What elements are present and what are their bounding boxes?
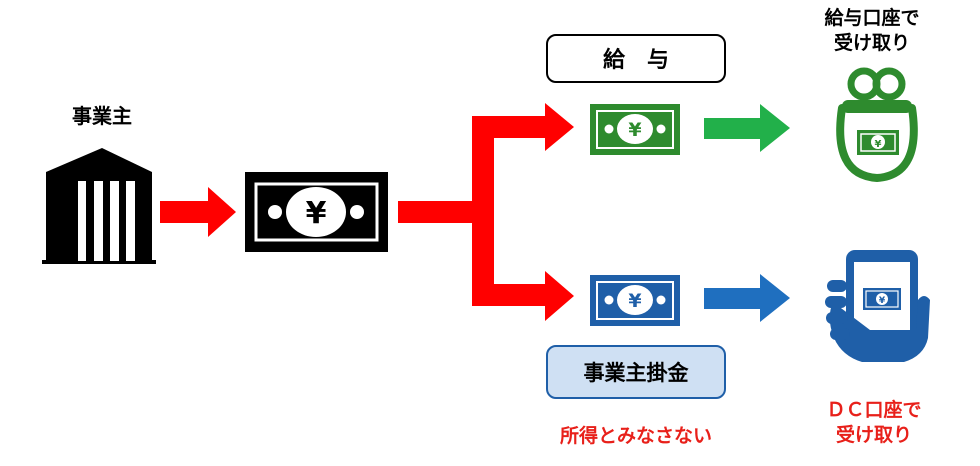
arrow-icon [704, 104, 790, 152]
salary-receive-line1: 給与口座で [824, 6, 919, 29]
banknote-icon: ¥ [590, 275, 680, 326]
arrow-icon [704, 274, 790, 322]
contribution-label: 事業主掛金 [584, 361, 690, 385]
yen-symbol: ¥ [628, 119, 641, 141]
arrow-icon [398, 103, 574, 321]
yen-symbol: ¥ [628, 290, 641, 312]
smartphone-hand-icon: ¥ [825, 250, 930, 362]
yen-symbol: ¥ [875, 139, 882, 150]
income-note: 所得とみなさない [560, 424, 712, 447]
salary-receive-line2: 受け取り [834, 31, 910, 54]
banknote-icon: ¥ [590, 104, 680, 155]
arrow-icon [160, 187, 236, 237]
yen-symbol: ¥ [306, 196, 327, 231]
contribution-box: 事業主掛金 [546, 345, 726, 399]
purse-icon: ¥ [836, 67, 918, 182]
banknote-icon: ¥ [245, 172, 388, 252]
dc-receive-line2: 受け取り [836, 423, 912, 446]
salary-label: 給 与 [603, 47, 669, 73]
yen-symbol: ¥ [879, 296, 886, 306]
salary-box: 給 与 [546, 34, 726, 83]
employer-label: 事業主 [72, 104, 132, 128]
dc-receive-line1: ＤＣ口座で [826, 398, 921, 421]
building-icon [42, 148, 156, 264]
